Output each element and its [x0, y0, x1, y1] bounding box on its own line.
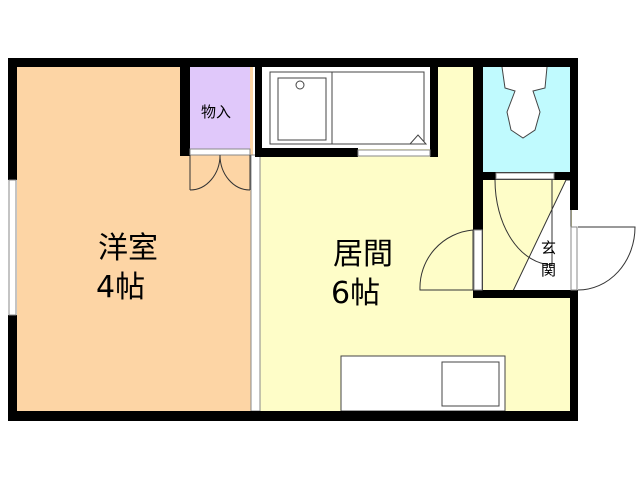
western-room-name: 洋室 — [98, 231, 158, 266]
bath-door-opening[interactable] — [357, 149, 431, 157]
front-door-opening[interactable] — [570, 226, 578, 291]
closet-door-opening[interactable] — [189, 148, 251, 156]
closet-door-swing — [189, 154, 251, 191]
toilet-door-swing — [494, 179, 553, 266]
bath-unit — [262, 67, 430, 149]
entrance-label-1: 玄 — [541, 239, 556, 257]
living-room-name: 居間 — [333, 237, 393, 272]
toilet-bowl-icon — [501, 66, 548, 139]
living-door-swing — [419, 229, 474, 291]
partition — [250, 154, 261, 412]
entrance-label-2: 関 — [541, 261, 556, 279]
living-room-size: 6帖 — [331, 276, 380, 311]
western-room-size: 4帖 — [96, 270, 145, 305]
front-door-swing — [577, 226, 636, 291]
kitchen-counter — [340, 355, 506, 412]
toilet-door-opening[interactable] — [495, 172, 555, 180]
closet — [190, 67, 250, 149]
closet-label: 物入 — [201, 103, 231, 121]
living-door-opening[interactable] — [473, 229, 483, 291]
window-left — [8, 179, 17, 316]
walls — [8, 58, 578, 421]
